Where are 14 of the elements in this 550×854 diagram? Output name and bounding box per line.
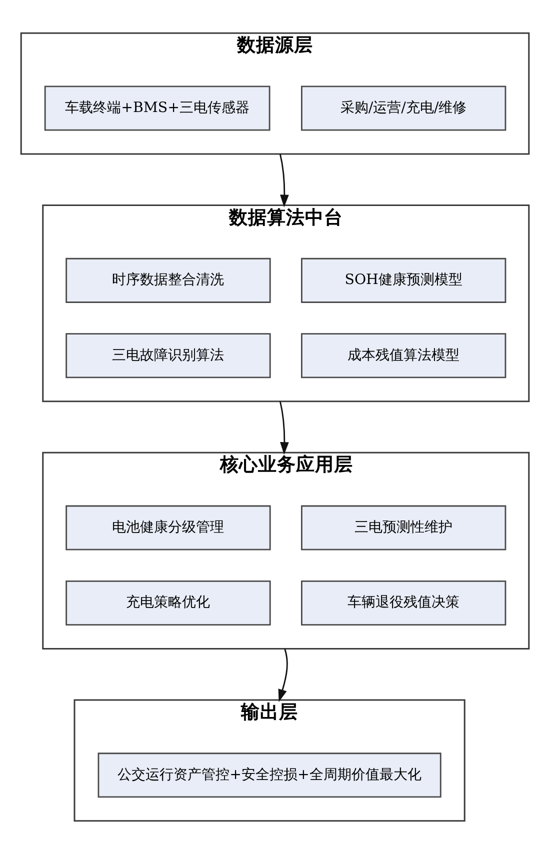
node-box: 三电预测性维护: [300, 505, 506, 550]
node-box: 三电故障识别算法: [66, 333, 271, 378]
node-box: 充电策略优化: [66, 580, 271, 626]
node-box: SOH健康预测模型: [300, 258, 506, 303]
arrow: [278, 648, 288, 702]
node-box: 成本残值算法模型: [300, 333, 506, 378]
node-box: 公交运行资产管控+安全控损+全周期价值最大化: [98, 752, 442, 798]
node-box: 车辆退役残值决策: [300, 580, 506, 626]
arrow: [279, 154, 289, 208]
node-box: 车载终端+BMS+三电传感器: [44, 86, 270, 131]
node-box: 电池健康分级管理: [66, 505, 271, 550]
node-box: 采购/运营/充电/维修: [300, 86, 506, 131]
arrow: [279, 401, 289, 455]
node-box: 时序数据整合清洗: [66, 258, 271, 303]
